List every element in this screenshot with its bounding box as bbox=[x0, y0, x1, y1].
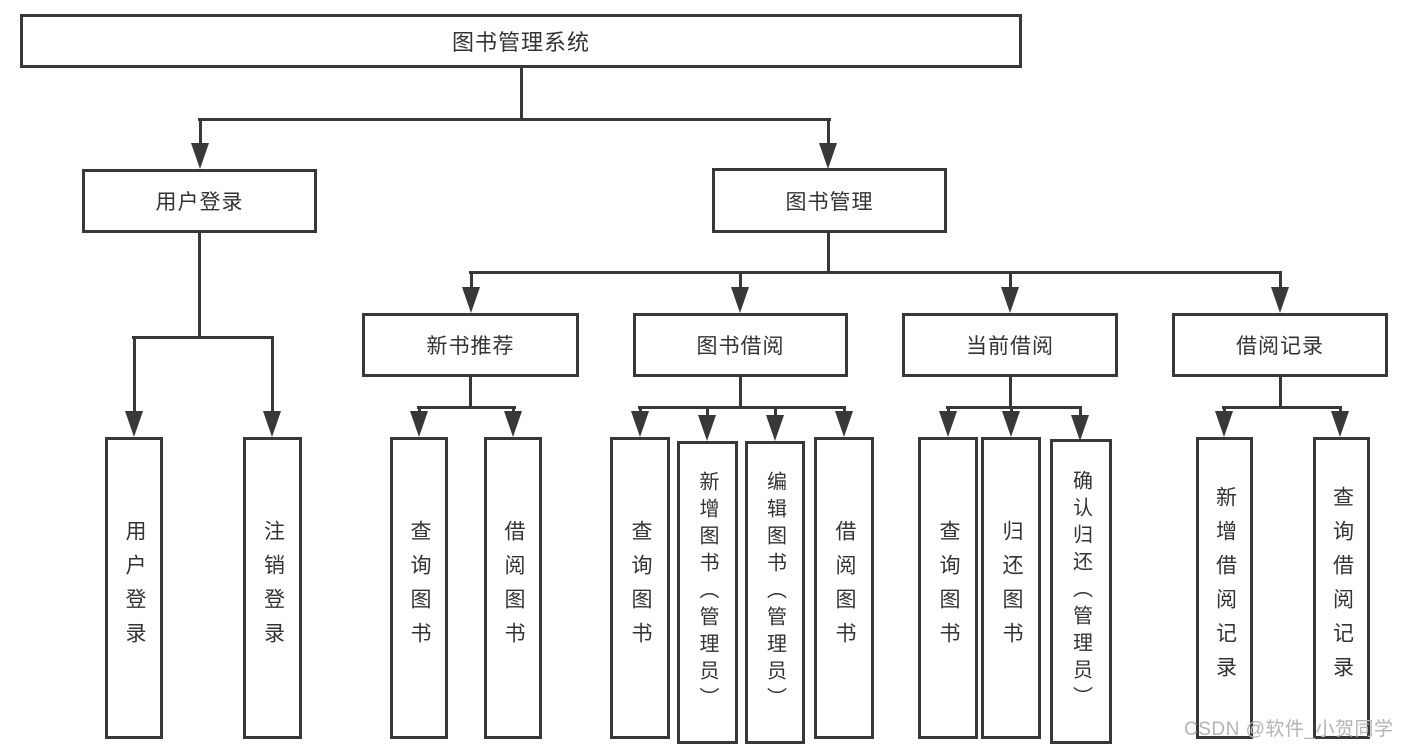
arrowhead-to-leaf-logout bbox=[263, 411, 281, 437]
connector-arrow-stem bbox=[827, 118, 830, 148]
arrowhead-to-book-borrow bbox=[731, 287, 749, 313]
node-borrow-records: 借阅记录 bbox=[1172, 313, 1388, 377]
node-book-management: 图书管理 bbox=[712, 168, 947, 233]
arrowhead bbox=[939, 411, 957, 437]
connector-arrow-stem bbox=[133, 336, 136, 414]
connector-book-borrow-bar bbox=[638, 406, 846, 409]
arrowhead-to-book-management bbox=[819, 143, 837, 169]
connector-borrow-records-bar bbox=[1222, 406, 1342, 409]
node-label: 图书管理系统 bbox=[451, 30, 590, 55]
leaf-confirm-return-admin: 确认归还（管理员） bbox=[1050, 439, 1112, 744]
connector-arrow-stem bbox=[1079, 406, 1082, 416]
connector-arrow-stem bbox=[774, 406, 777, 416]
leaf-label: 归还图书 bbox=[1000, 520, 1023, 656]
leaf-user-login: 用户登录 bbox=[105, 437, 163, 739]
connector-arrow-stem bbox=[199, 118, 202, 148]
arrowhead bbox=[766, 415, 784, 441]
leaf-label: 确认归还（管理员） bbox=[1069, 470, 1092, 713]
arrowhead bbox=[1071, 415, 1089, 441]
leaf-add-books-admin: 新增图书（管理员） bbox=[677, 441, 738, 744]
node-current-borrow: 当前借阅 bbox=[902, 313, 1118, 377]
connector-book-management-bar bbox=[469, 271, 1282, 274]
leaf-edit-books-admin: 编辑图书（管理员） bbox=[745, 441, 805, 744]
connector-new-book-bar bbox=[417, 406, 516, 409]
connector-arrow-stem bbox=[739, 271, 742, 293]
node-label: 用户登录 bbox=[155, 191, 244, 214]
leaf-label: 借阅图书 bbox=[502, 520, 525, 656]
connector-root-bar bbox=[198, 118, 831, 121]
leaf-label: 查询图书 bbox=[937, 520, 960, 656]
node-label: 借阅记录 bbox=[1236, 335, 1324, 358]
connector-arrow-stem bbox=[271, 336, 274, 414]
arrowhead bbox=[504, 411, 522, 437]
leaf-label: 新增图书（管理员） bbox=[696, 471, 718, 714]
leaf-label: 用户登录 bbox=[123, 520, 146, 656]
leaf-label: 查询图书 bbox=[408, 520, 431, 656]
arrowhead-to-borrow-records bbox=[1271, 287, 1289, 313]
connector-arrow-stem bbox=[706, 406, 709, 416]
leaf-borrow-books: 借阅图书 bbox=[814, 437, 874, 739]
leaf-borrow-books-recommend: 借阅图书 bbox=[484, 437, 542, 739]
connector-current-borrow-bar bbox=[946, 406, 1082, 409]
connector-arrow-stem bbox=[1009, 271, 1012, 293]
arrowhead-to-current-borrow bbox=[1001, 287, 1019, 313]
arrowhead-to-new-book bbox=[462, 287, 480, 313]
csdn-watermark: CSDN @软件_小贺同学 bbox=[1184, 719, 1394, 740]
leaf-label: 新增借阅记录 bbox=[1213, 486, 1237, 690]
connector-new-book-stem bbox=[469, 377, 472, 409]
node-label: 新书推荐 bbox=[426, 335, 515, 358]
arrowhead bbox=[410, 411, 428, 437]
node-book-borrow: 图书借阅 bbox=[633, 313, 848, 377]
leaf-query-borrow-record: 查询借阅记录 bbox=[1313, 437, 1370, 739]
leaf-add-borrow-record: 新增借阅记录 bbox=[1196, 437, 1253, 739]
leaf-query-books-borrow: 查询图书 bbox=[610, 437, 670, 739]
connector-book-management-stem bbox=[827, 233, 830, 274]
node-new-book-recommend: 新书推荐 bbox=[362, 313, 579, 377]
leaf-label: 查询图书 bbox=[629, 520, 652, 656]
leaf-label: 编辑图书（管理员） bbox=[763, 471, 786, 714]
connector-user-login-bar bbox=[132, 336, 274, 339]
connector-borrow-records-stem bbox=[1279, 377, 1282, 409]
arrowhead bbox=[631, 411, 649, 437]
arrowhead-to-leaf-login bbox=[125, 411, 143, 437]
leaf-query-books-current: 查询图书 bbox=[918, 437, 978, 739]
connector-root-stem bbox=[520, 68, 523, 121]
node-user-login: 用户登录 bbox=[82, 169, 317, 233]
arrowhead bbox=[1215, 411, 1233, 437]
arrowhead bbox=[835, 411, 853, 437]
node-root-library-management-system: 图书管理系统 bbox=[20, 14, 1022, 68]
connector-current-borrow-stem bbox=[1009, 377, 1012, 409]
node-label: 图书管理 bbox=[785, 190, 874, 214]
arrowhead bbox=[1002, 411, 1020, 437]
leaf-label: 查询借阅记录 bbox=[1330, 486, 1354, 690]
arrowhead bbox=[698, 415, 716, 441]
connector-arrow-stem bbox=[470, 271, 473, 293]
connector-user-login-stem bbox=[198, 233, 201, 339]
node-label: 当前借阅 bbox=[966, 335, 1054, 358]
leaf-logout: 注销登录 bbox=[243, 437, 302, 739]
leaf-label: 借阅图书 bbox=[833, 520, 856, 656]
leaf-label: 注销登录 bbox=[261, 520, 285, 656]
arrowhead-to-user-login bbox=[191, 143, 209, 169]
leaf-query-books-recommend: 查询图书 bbox=[390, 437, 448, 739]
leaf-return-books: 归还图书 bbox=[981, 437, 1041, 739]
connector-arrow-stem bbox=[1279, 271, 1282, 293]
arrowhead bbox=[1331, 411, 1349, 437]
node-label: 图书借阅 bbox=[696, 335, 785, 358]
connector-book-borrow-stem bbox=[739, 377, 742, 409]
